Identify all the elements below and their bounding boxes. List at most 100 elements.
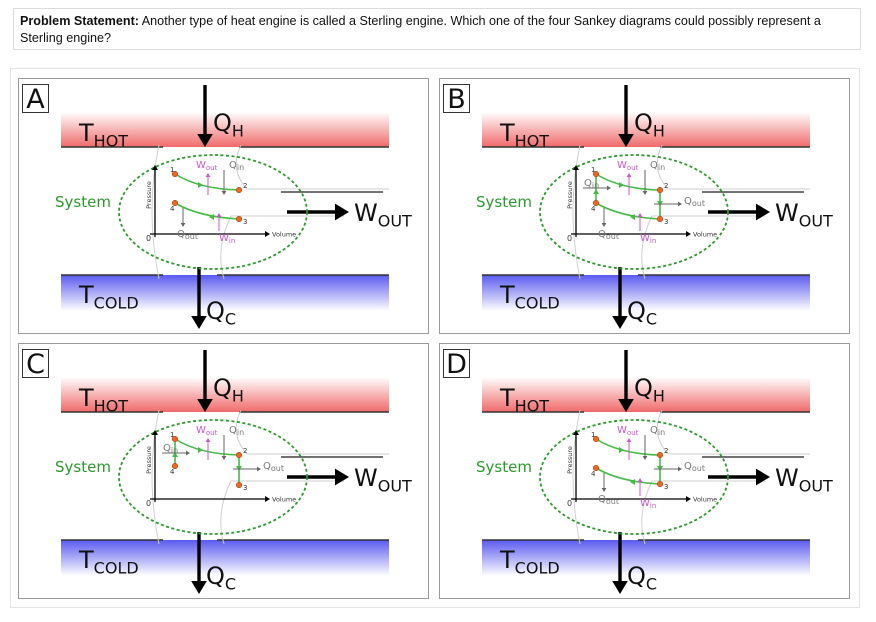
process-3-4-arrowhead — [630, 214, 635, 220]
flow-boundary — [235, 144, 389, 190]
w-out-small-arrowhead — [205, 438, 211, 442]
flow-boundary — [572, 144, 581, 280]
flow-boundary — [151, 144, 160, 280]
pressure-axis-arrowhead — [152, 165, 158, 170]
pressure-axis-label: Pressure — [145, 446, 153, 474]
panel-label: D — [443, 349, 470, 379]
origin-label: 0 — [146, 499, 151, 508]
w-out-label: WOUT — [775, 464, 833, 495]
q-h-arrowhead — [197, 134, 213, 147]
process-1-2 — [595, 438, 661, 456]
state-point-1 — [171, 435, 179, 443]
q-in-top-label: Qin — [229, 160, 244, 172]
state-point-2 — [656, 186, 664, 194]
pressure-axis-arrowhead — [152, 430, 158, 435]
volume-axis-label: Volume — [693, 231, 717, 239]
process-1-2-arrowhead — [619, 182, 624, 188]
state-point-label: 4 — [170, 468, 175, 476]
pressure-axis-label: Pressure — [566, 181, 574, 209]
state-point-label: 4 — [591, 205, 596, 213]
w-out-label: WOUT — [354, 464, 412, 495]
state-point-label: 1 — [591, 166, 595, 174]
q-c-label: QC — [627, 297, 657, 328]
hot-reservoir — [482, 112, 810, 147]
flow-boundary — [641, 215, 765, 280]
state-point-label: 1 — [170, 166, 174, 174]
t-hot-label: THOT — [499, 384, 549, 415]
w-in-small-label: Win — [219, 233, 235, 245]
state-point-label: 3 — [664, 483, 668, 491]
q-h-arrowhead — [197, 399, 213, 412]
process-1-2 — [174, 173, 240, 191]
q-h-arrowhead — [618, 134, 634, 147]
t-cold-label: TCOLD — [499, 281, 560, 312]
w-out-small-label: Wout — [617, 425, 639, 437]
q-out-bottom-arrowhead — [601, 488, 607, 492]
q-out-bottom-arrowhead — [180, 223, 186, 227]
process-1-2-arrowhead — [619, 447, 624, 453]
volume-axis-arrowhead — [686, 231, 691, 237]
w-in-small-label: Win — [640, 233, 656, 245]
flow-boundary — [641, 480, 765, 545]
system-boundary — [539, 154, 729, 270]
state-point-label: 2 — [243, 182, 247, 190]
pressure-axis-arrowhead — [573, 165, 579, 170]
state-point-4 — [171, 199, 179, 207]
t-hot-label: THOT — [499, 119, 549, 150]
volume-axis-arrowhead — [686, 496, 691, 502]
w-in-small-arrowhead — [637, 478, 643, 482]
q-out-right-label: Qout — [263, 461, 284, 473]
q-out-bottom-label: Qout — [598, 494, 619, 506]
q-in-top-arrowhead — [642, 191, 648, 195]
q-in-top-label: Qin — [650, 160, 665, 172]
origin-label: 0 — [567, 499, 572, 508]
cold-reservoir — [482, 275, 810, 311]
w-out-arrowhead — [756, 468, 770, 486]
origin-label: 0 — [567, 234, 572, 243]
t-hot-label: THOT — [78, 384, 128, 415]
q-in-left-label: Qin — [163, 443, 178, 455]
q-out-right-arrowhead — [678, 466, 682, 472]
problem-label: Problem Statement: — [20, 14, 139, 28]
state-point-label: 2 — [664, 447, 668, 455]
q-h-arrowhead — [618, 399, 634, 412]
w-out-small-label: Wout — [196, 425, 218, 437]
q-c-arrowhead — [191, 581, 207, 594]
process-3-4-arrowhead — [630, 479, 635, 485]
q-out-right-label: Qout — [684, 461, 705, 473]
pressure-axis-label: Pressure — [566, 446, 574, 474]
w-out-small-label: Wout — [196, 160, 218, 172]
q-in-left-arrowhead — [607, 185, 611, 191]
w-out-small-arrowhead — [626, 438, 632, 442]
q-in-top-label: Qin — [650, 425, 665, 437]
state-point-label: 2 — [664, 182, 668, 190]
hot-reservoir — [61, 377, 389, 412]
flow-boundary — [151, 409, 160, 545]
q-out-bottom-label: Qout — [177, 229, 198, 241]
t-cold-label: TCOLD — [78, 281, 139, 312]
system-boundary — [118, 419, 308, 535]
flow-boundary — [656, 144, 810, 190]
w-in-small-arrowhead — [637, 213, 643, 217]
w-out-label: WOUT — [775, 199, 833, 230]
system-label: System — [55, 458, 111, 476]
state-point-3 — [235, 215, 243, 223]
q-out-right-label: Qout — [684, 196, 705, 208]
problem-text: Another type of heat engine is called a … — [20, 14, 821, 45]
w-out-small-label: Wout — [617, 160, 639, 172]
process-3-4 — [595, 467, 661, 485]
t-hot-label: THOT — [78, 119, 128, 150]
process-1-2-arrowhead — [198, 447, 203, 453]
state-point-4 — [592, 464, 600, 472]
state-point-label: 2 — [243, 447, 247, 455]
flow-boundary — [220, 215, 344, 280]
q-out-bottom-arrowhead — [601, 223, 607, 227]
cold-reservoir — [61, 275, 389, 311]
state-point-label: 3 — [664, 218, 668, 226]
